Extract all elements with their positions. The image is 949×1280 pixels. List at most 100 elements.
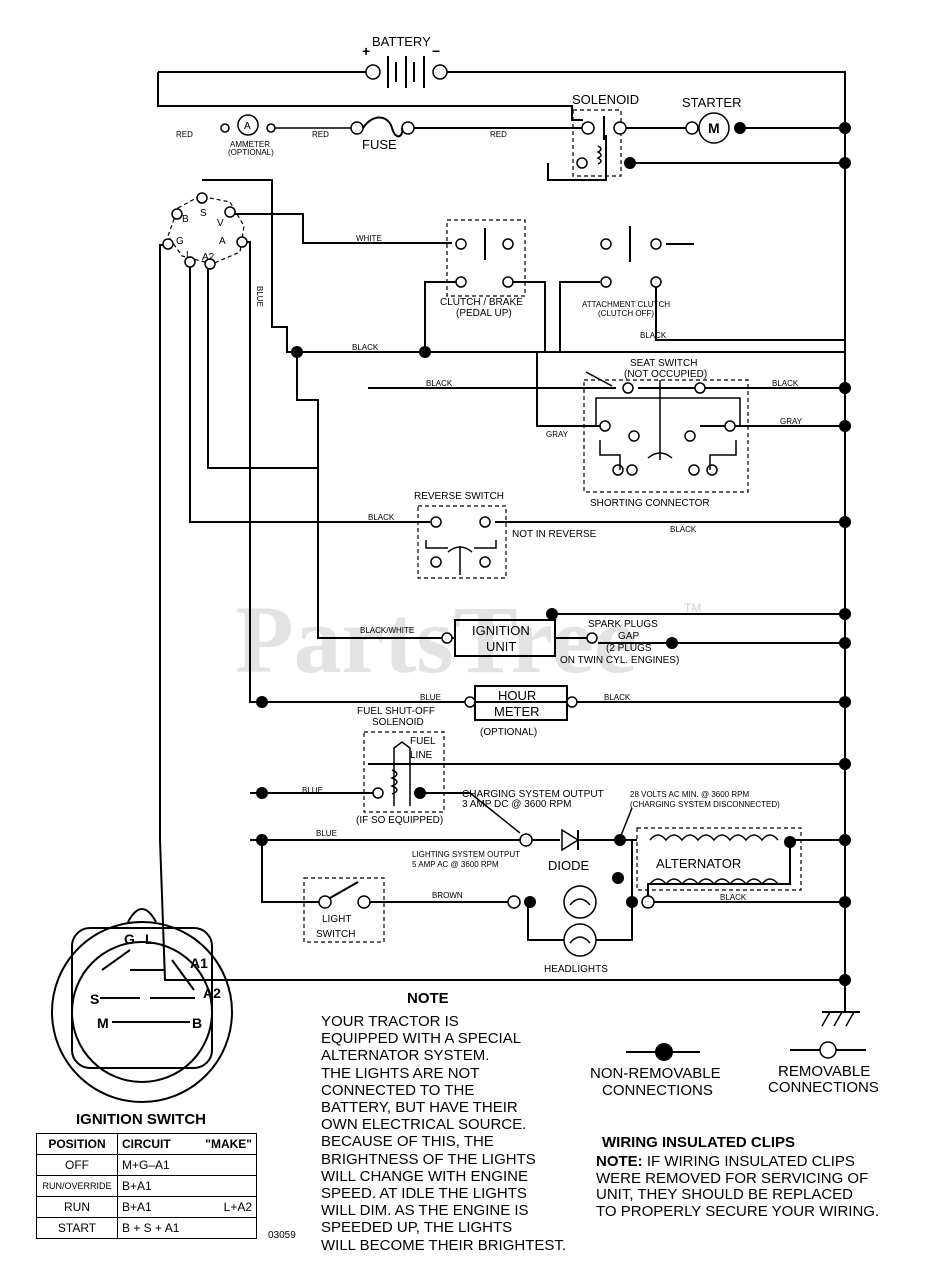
legend-non-removable: NON-REMOVABLE — [590, 1065, 721, 1082]
note-line: BATTERY, BUT HAVE THEIR — [321, 1099, 518, 1117]
light-switch-label-2: SWITCH — [316, 929, 355, 940]
alternator-label: ALTERNATOR — [656, 856, 741, 871]
note-line: OWN ELECTRICAL SOURCE. — [321, 1116, 527, 1134]
ignition-switch-title: IGNITION SWITCH — [76, 1111, 206, 1128]
ignition-unit-label-2: UNIT — [486, 639, 516, 654]
lighting-output: LIGHTING SYSTEM OUTPUT 5 AMP AC @ 3600 R… — [412, 850, 520, 869]
drawing-number: 03059 — [268, 1230, 296, 1241]
lighting-output-rating: 5 AMP AC @ 3600 RPM — [412, 860, 499, 869]
lighting-output-label: LIGHTING SYSTEM OUTPUT — [412, 850, 520, 859]
fuel-line-label: FUEL — [410, 736, 436, 747]
watermark-tm: TM — [684, 601, 701, 615]
spark-plugs-label: SPARK PLUGS — [588, 619, 658, 630]
headlights-label: HEADLIGHTS — [544, 964, 608, 975]
wire-label-blue: BLUE — [316, 829, 337, 838]
alternator-voltage-note: (CHARGING SYSTEM DISCONNECTED) — [630, 800, 780, 809]
wire-label-black: BLACK — [670, 525, 697, 534]
note-line: BECAUSE OF THIS, THE — [321, 1133, 494, 1151]
ammeter-symbol: A — [244, 121, 251, 132]
wire-label-black: BLACK — [720, 893, 747, 902]
fuel-solenoid-note: (IF SO EQUIPPED) — [356, 815, 443, 826]
wire-label-black: BLACK — [604, 693, 631, 702]
hour-meter-label-2: METER — [494, 704, 540, 719]
legend-removable: REMOVABLE — [778, 1063, 870, 1080]
clutch-brake-switch: CLUTCH / BRAKE (PEDAL UP) — [440, 220, 525, 319]
row-position: RUN — [36, 1196, 118, 1218]
hour-meter: HOUR METER (OPTIONAL) — [465, 686, 577, 738]
switch-face-s: S — [90, 991, 99, 1007]
note-line: YOUR TRACTOR IS — [321, 1013, 459, 1030]
attachment-clutch-label: ATTACHMENT CLUTCH — [582, 300, 670, 309]
alternator-voltage-spec: 28 VOLTS AC MIN. @ 3600 RPM (CHARGING SY… — [620, 790, 780, 838]
note-line: WILL DIM. AS THE ENGINE IS — [321, 1202, 529, 1220]
wire-label-red: RED — [312, 130, 329, 139]
wire-label-white: WHITE — [356, 234, 382, 243]
spark-plugs-note: ON TWIN CYL. ENGINES) — [560, 655, 679, 666]
col-circuit-label: CIRCUIT — [122, 1137, 171, 1151]
terminal-s: S — [200, 208, 207, 219]
attachment-clutch-state: (CLUTCH OFF) — [598, 309, 654, 318]
row-position: START — [36, 1217, 118, 1239]
row-circuit-value: B+A1 — [122, 1200, 152, 1214]
clips-title: WIRING INSULATED CLIPS — [602, 1134, 796, 1151]
note-title: NOTE — [407, 990, 449, 1007]
table-row: RUN/OVERRIDE B+A1 — [36, 1175, 257, 1197]
watermark: PartsTree — [235, 586, 637, 693]
legend: NON-REMOVABLE CONNECTIONS REMOVABLE CONN… — [590, 1042, 879, 1099]
terminal-v: V — [217, 218, 224, 229]
spark-plugs-count: (2 PLUGS — [606, 643, 652, 654]
ammeter: A AMMETER (OPTIONAL) — [221, 115, 275, 157]
table-row: START B + S + A1 — [36, 1217, 257, 1239]
legend-non-removable-2: CONNECTIONS — [602, 1082, 713, 1099]
clips-note-label: NOTE: — [596, 1153, 643, 1170]
note-line: BRIGHTNESS OF THE LIGHTS — [321, 1150, 536, 1168]
terminal-b: B — [182, 214, 189, 225]
clips-line: TO PROPERLY SECURE YOUR WIRING. — [596, 1202, 880, 1220]
fuse-label: FUSE — [362, 137, 397, 152]
col-circuit: CIRCUIT "MAKE" — [117, 1133, 257, 1155]
ammeter-label: AMMETER — [230, 140, 270, 149]
non-removable-connection-symbol — [655, 1043, 673, 1061]
starter-label: STARTER — [682, 95, 741, 110]
wire-label-black: BLACK — [368, 513, 395, 522]
terminal-l: L — [186, 250, 192, 261]
note-line: ALTERNATOR SYSTEM. — [321, 1047, 490, 1065]
row-circuit: B + S + A1 — [117, 1217, 257, 1239]
terminal-a: A — [219, 236, 226, 247]
clutch-brake-label: CLUTCH / BRAKE — [440, 297, 523, 308]
light-switch-label: LIGHT — [322, 914, 351, 925]
charging-output-rating: 3 AMP DC @ 3600 RPM — [462, 799, 571, 810]
clutch-brake-state: (PEDAL UP) — [456, 308, 512, 319]
seat-switch-label: SEAT SWITCH — [630, 358, 697, 369]
switch-face-l: L — [145, 931, 154, 947]
junction-dots — [256, 122, 851, 986]
col-make-label: "MAKE" — [205, 1137, 252, 1151]
ignition-switch-face: G L A1 S A2 M B — [52, 909, 232, 1102]
battery-plus: + — [362, 43, 370, 59]
seat-switch: SEAT SWITCH (NOT OCCUPIED) SHORTING CONN… — [584, 358, 748, 509]
attachment-clutch-switch: ATTACHMENT CLUTCH (CLUTCH OFF) — [582, 226, 670, 318]
table-header-row: POSITION CIRCUIT"MAKE" — [36, 1133, 257, 1155]
wire-label-gray: GRAY — [546, 430, 569, 439]
wire-label-blue: BLUE — [255, 286, 264, 307]
wire-label-blue: BLUE — [420, 693, 441, 702]
note-line: THE LIGHTS ARE NOT — [321, 1064, 480, 1082]
switch-face-m: M — [97, 1015, 109, 1031]
clips-body: NOTE: IF WIRING INSULATED CLIPS WERE REM… — [596, 1153, 880, 1220]
note-body: YOUR TRACTOR IS EQUIPPED WITH A SPECIAL … — [321, 1013, 566, 1254]
charging-output: CHARGING SYSTEM OUTPUT 3 AMP DC @ 3600 R… — [462, 789, 604, 833]
alternator: ALTERNATOR — [637, 828, 801, 890]
spark-plugs-gap: GAP — [618, 631, 639, 642]
fuel-shutoff-solenoid: FUEL SHUT-OFF SOLENOID FUEL LINE (IF SO … — [356, 706, 444, 826]
wire-label-blue: BLUE — [302, 786, 323, 795]
note-line: WILL CHANGE WITH ENGINE — [321, 1167, 528, 1185]
ammeter-optional: (OPTIONAL) — [228, 148, 274, 157]
reverse-switch-label: REVERSE SWITCH — [414, 491, 504, 502]
removable-connection-symbol — [820, 1042, 836, 1058]
note-line: SPEEDED UP, THE LIGHTS — [321, 1219, 513, 1237]
starter: STARTER M — [682, 95, 746, 143]
wire-label-black: BLACK — [426, 379, 453, 388]
